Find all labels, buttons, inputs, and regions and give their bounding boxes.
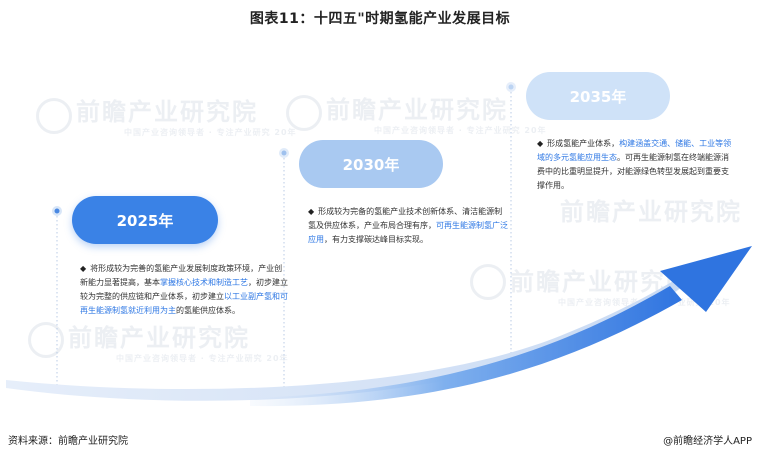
milestone-description-2025: ◆将形成较为完善的氢能产业发展制度政策环境，产业创新能力显著提高，基本掌握核心技… [80,264,288,315]
app-credit: @前瞻经济学人APP [663,436,752,447]
growth-arrow-band [6,268,700,401]
diamond-bullet-icon: ◆ [537,139,544,148]
diamond-bullet-icon: ◆ [308,207,315,216]
milestone-pill-2025: 2025年 [72,196,218,244]
milestone-pill-2035: 2035年 [526,72,670,120]
milestone-pill-2030: 2030年 [299,140,443,188]
diamond-bullet-icon: ◆ [80,264,87,273]
milestone-description-2030: ◆形成较为完备的氢能产业技术创新体系、清洁能源制氢及供应体系，产业布局合理有序，… [308,207,508,244]
arrow-head-icon [660,246,752,312]
growth-arrow [250,286,682,407]
milestone-description-2035: ◆形成氢能产业体系，构建涵盖交通、储能、工业等领域的多元氢能应用生态。可再生能源… [537,139,732,190]
source-note: 资料来源：前瞻产业研究院 [8,436,128,447]
chart-title: 图表11：十四五"时期氢能产业发展目标 [249,11,511,27]
